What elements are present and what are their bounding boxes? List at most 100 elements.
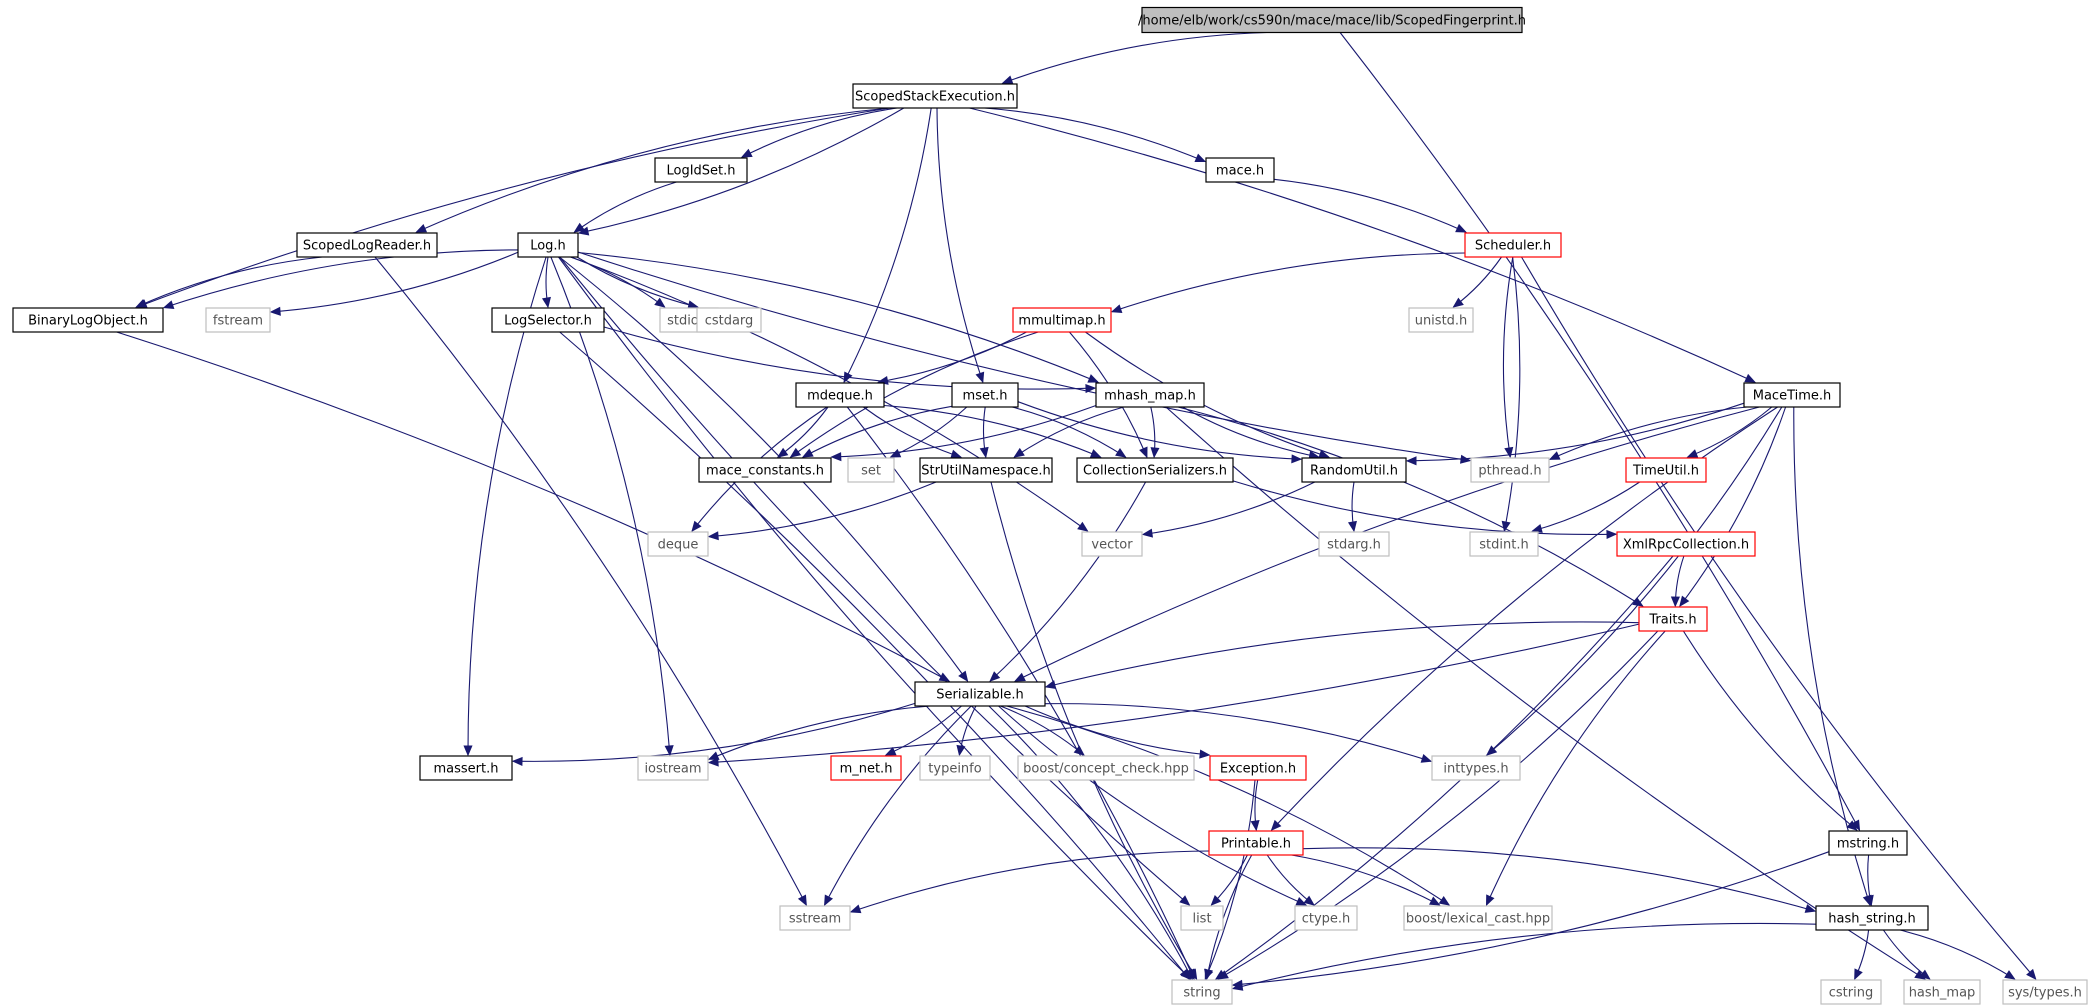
node-label: unistd.h xyxy=(1415,314,1468,329)
edge-randomutil-to-stdarg xyxy=(1347,481,1357,533)
node-label: Log.h xyxy=(530,239,566,254)
node-cstring[interactable]: cstring xyxy=(1820,979,1882,1005)
node-conceptcheck[interactable]: boost/concept_check.hpp xyxy=(1017,755,1195,781)
node-label: sstream xyxy=(789,912,841,927)
node-label: hash_string.h xyxy=(1828,912,1915,927)
edge-logidset-to-log xyxy=(573,181,677,233)
edge-mdeque-to-collser xyxy=(883,404,1102,458)
edge-hashstring-to-hashmap xyxy=(1882,929,1931,980)
node-mstring[interactable]: mstring.h xyxy=(1828,830,1908,856)
edge-xmlrpc-to-traits xyxy=(1670,555,1685,608)
edge-macetime-to-serializable xyxy=(1014,406,1760,682)
node-macetime[interactable]: MaceTime.h xyxy=(1743,382,1841,408)
node-serializable[interactable]: Serializable.h xyxy=(914,681,1046,707)
edge-binarylog-to-serializable xyxy=(116,331,951,682)
node-randomutil[interactable]: RandomUtil.h xyxy=(1301,457,1407,483)
node-maceconst[interactable]: mace_constants.h xyxy=(698,457,832,483)
node-scopedlogreader[interactable]: ScopedLogReader.h xyxy=(296,232,438,258)
node-maceh[interactable]: mace.h xyxy=(1205,157,1275,183)
node-list[interactable]: list xyxy=(1180,905,1224,931)
node-set[interactable]: set xyxy=(847,457,895,483)
node-label: ScopedLogReader.h xyxy=(303,239,431,254)
node-lexicalcast[interactable]: boost/lexical_cast.hpp xyxy=(1403,905,1553,931)
edge-scheduler-to-stdint xyxy=(1501,256,1521,533)
node-collser[interactable]: CollectionSerializers.h xyxy=(1076,457,1234,483)
edge-serializable-to-conceptcheck xyxy=(1000,705,1085,756)
edge-exception-to-string xyxy=(1204,779,1256,981)
node-label: hash_map xyxy=(1909,986,1976,1001)
node-stdarg[interactable]: stdarg.h xyxy=(1318,531,1390,557)
edge-log-to-fstream xyxy=(269,251,519,316)
node-mset[interactable]: mset.h xyxy=(951,382,1019,408)
node-binarylog[interactable]: BinaryLogObject.h xyxy=(12,307,164,333)
node-pthread[interactable]: pthread.h xyxy=(1470,457,1550,483)
edge-mdeque-to-strutil xyxy=(863,406,962,459)
node-label: Exception.h xyxy=(1220,762,1296,777)
node-hashmap[interactable]: hash_map xyxy=(1903,979,1981,1005)
node-mdeque[interactable]: mdeque.h xyxy=(795,382,885,408)
node-inttypes[interactable]: inttypes.h xyxy=(1431,755,1521,781)
edge-serializable-to-lexicalcast xyxy=(1006,705,1451,906)
node-label: vector xyxy=(1091,538,1133,553)
node-deque[interactable]: deque xyxy=(647,531,709,557)
edge-printable-to-list xyxy=(1210,854,1248,906)
node-logselector[interactable]: LogSelector.h xyxy=(491,307,605,333)
node-typeinfo[interactable]: typeinfo xyxy=(919,755,991,781)
edge-traits-to-iostream xyxy=(707,623,1640,767)
edge-mset-to-maceconst xyxy=(801,405,953,458)
node-printable[interactable]: Printable.h xyxy=(1208,830,1304,856)
node-label: set xyxy=(861,464,881,479)
node-iostream[interactable]: iostream xyxy=(637,755,709,781)
edge-scheduler-to-pthread xyxy=(1502,256,1514,459)
node-label: RandomUtil.h xyxy=(1310,464,1398,479)
node-strutil[interactable]: StrUtilNamespace.h xyxy=(919,457,1053,483)
edge-root-to-mstring xyxy=(1339,32,1861,832)
edge-timeutil-to-stdint xyxy=(1531,481,1641,533)
edge-sse-to-mdeque xyxy=(843,107,932,384)
node-mnet[interactable]: m_net.h xyxy=(830,755,902,781)
node-mhashmap[interactable]: mhash_map.h xyxy=(1095,382,1205,408)
node-label: LogIdSet.h xyxy=(666,164,735,179)
node-sse[interactable]: ScopedStackExecution.h xyxy=(852,83,1018,109)
node-label: fstream xyxy=(213,314,263,329)
node-mmultimap[interactable]: mmultimap.h xyxy=(1012,307,1112,333)
node-fstream[interactable]: fstream xyxy=(205,307,271,333)
node-sstream[interactable]: sstream xyxy=(779,905,851,931)
edge-hashstring-to-systypes xyxy=(1899,929,2016,980)
node-exception[interactable]: Exception.h xyxy=(1209,755,1307,781)
edge-serializable-to-inttypes xyxy=(1044,703,1433,763)
node-label: cstring xyxy=(1829,986,1873,1001)
edge-log-to-list xyxy=(559,256,1191,906)
node-massert[interactable]: massert.h xyxy=(419,755,513,781)
node-scheduler[interactable]: Scheduler.h xyxy=(1464,232,1562,258)
edge-printable-to-lexicalcast xyxy=(1291,854,1441,906)
node-hashstring[interactable]: hash_string.h xyxy=(1815,905,1929,931)
node-cstdarg[interactable]: cstdarg xyxy=(696,307,762,333)
node-vector[interactable]: vector xyxy=(1081,531,1143,557)
node-xmlrpc[interactable]: XmlRpcCollection.h xyxy=(1616,531,1756,557)
node-traits[interactable]: Traits.h xyxy=(1638,606,1708,632)
node-timeutil[interactable]: TimeUtil.h xyxy=(1625,457,1707,483)
edge-serializable-to-exception xyxy=(1024,705,1211,759)
edge-scheduler-to-systypes xyxy=(1521,256,2037,980)
edge-hashstring-to-cstring xyxy=(1854,929,1870,981)
node-label: boost/concept_check.hpp xyxy=(1023,762,1189,777)
node-string[interactable]: string xyxy=(1171,979,1233,1005)
edge-traits-to-mstring xyxy=(1682,630,1858,831)
node-label: mace.h xyxy=(1216,164,1264,179)
node-systypes[interactable]: sys/types.h xyxy=(2002,979,2088,1005)
node-log[interactable]: Log.h xyxy=(517,232,579,258)
node-stdint[interactable]: stdint.h xyxy=(1469,531,1539,557)
node-logidset[interactable]: LogIdSet.h xyxy=(654,157,748,183)
node-label: mstring.h xyxy=(1837,837,1899,852)
edge-sse-to-macetime xyxy=(969,107,1756,383)
node-label: stdint.h xyxy=(1479,538,1528,553)
node-unistd[interactable]: unistd.h xyxy=(1408,307,1474,333)
edge-mstring-to-hashstring xyxy=(1864,854,1874,907)
node-label: deque xyxy=(658,538,699,553)
edge-serializable-to-string xyxy=(988,705,1193,981)
node-root[interactable]: /home/elb/work/cs590n/mace/mace/lib/Scop… xyxy=(1138,6,1526,34)
edge-traits-to-string xyxy=(1217,630,1659,980)
node-ctype[interactable]: ctype.h xyxy=(1294,905,1358,931)
node-label: mace_constants.h xyxy=(706,464,824,479)
